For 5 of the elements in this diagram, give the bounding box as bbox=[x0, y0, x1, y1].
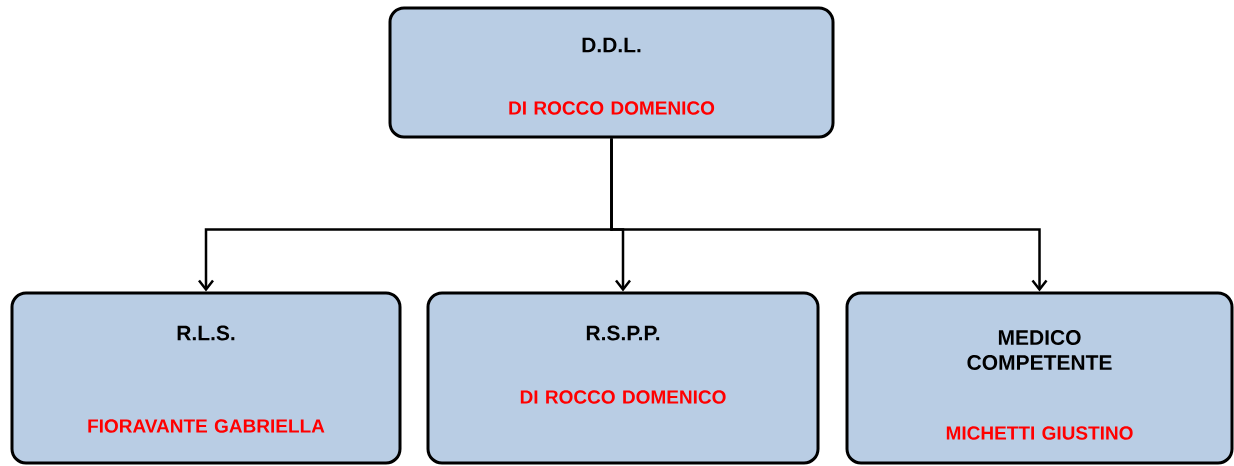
org-box: D.D.L. DI ROCCO DOMENICO bbox=[388, 6, 835, 139]
org-box: R.S.P.P. DI ROCCO DOMENICO bbox=[426, 291, 820, 465]
arrow bbox=[610, 138, 1048, 292]
org-box: R.L.S. FIORAVANTE GABRIELLA bbox=[10, 291, 402, 465]
org-box: MEDICO COMPETENTE MICHETTI GIUSTINO bbox=[845, 291, 1234, 465]
